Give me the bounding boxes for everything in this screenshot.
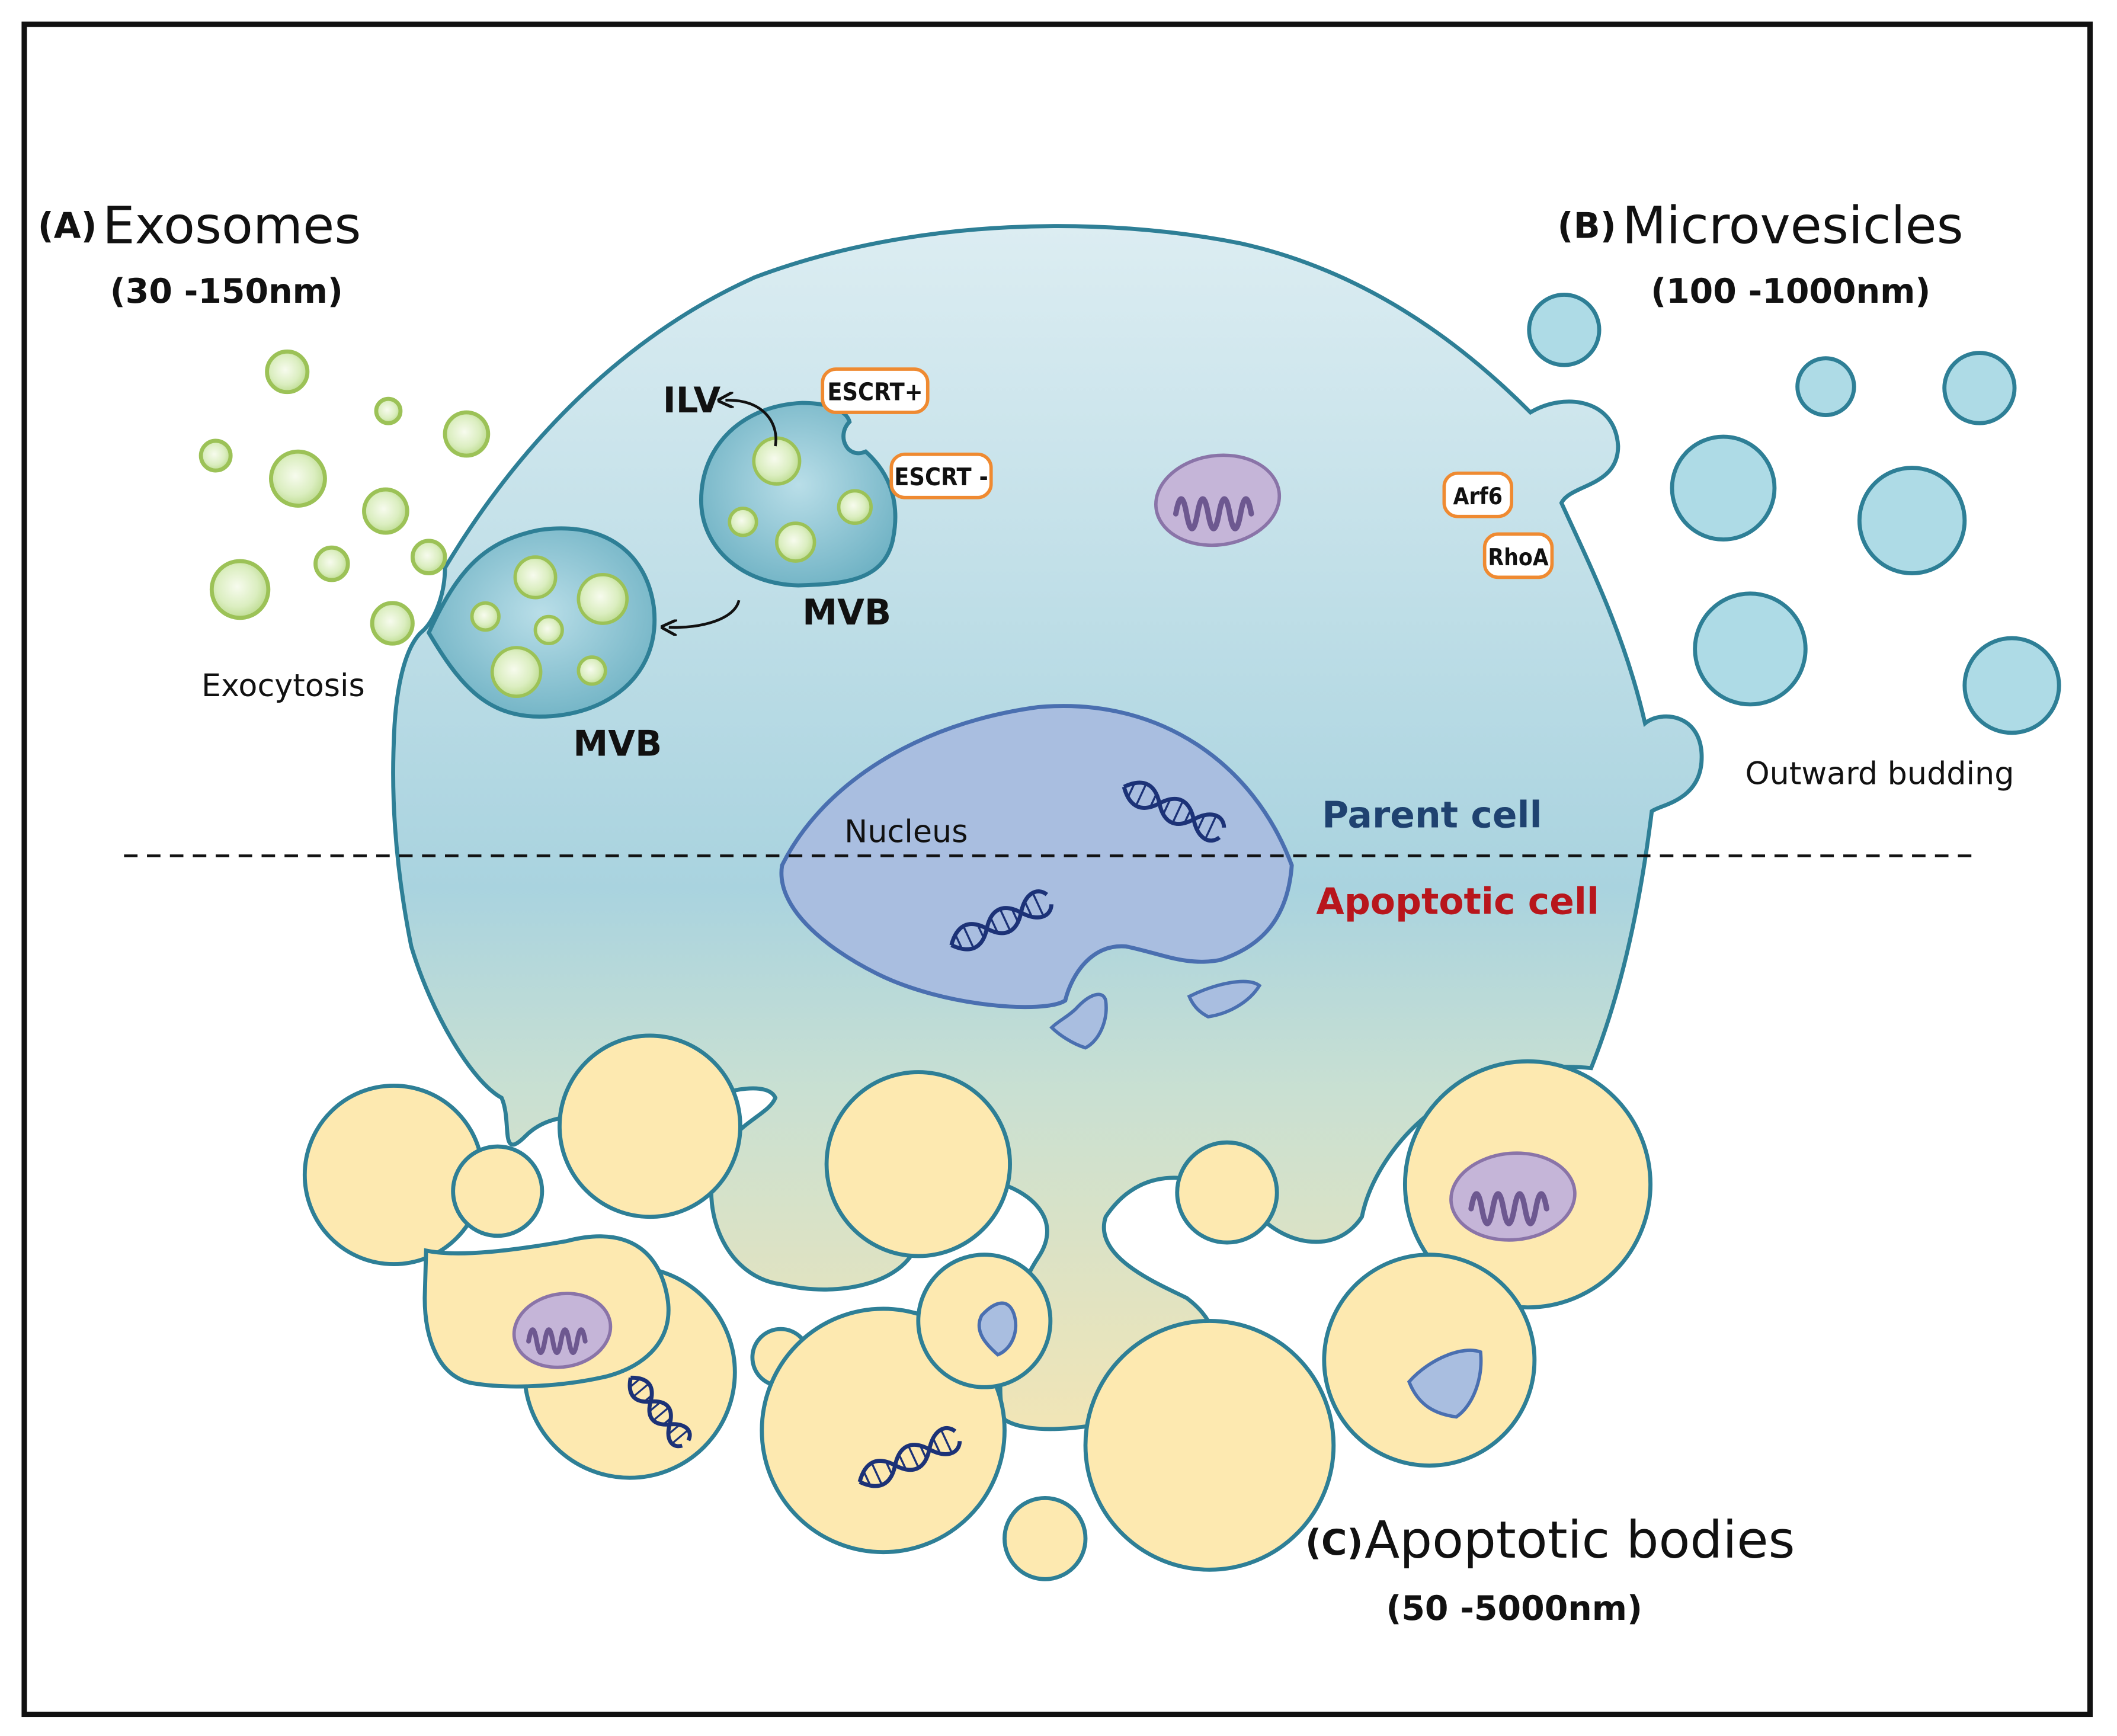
tag-rhoa: RhoA: [1482, 532, 1554, 579]
apoptotic-cell-label: Apoptotic cell: [1316, 880, 1599, 923]
panel-a-letter: (A): [38, 206, 97, 246]
ilv-label: ILV: [663, 380, 721, 421]
nucleus-fragments: [1049, 979, 1262, 1050]
mitochondrion-apoptotic-left: [512, 1292, 613, 1369]
panel-b-title: Microvesicles: [1622, 197, 1964, 256]
dna-icon: [1122, 780, 1226, 843]
microvesicles-released: [1527, 293, 2061, 735]
tag-escrt-plus: ESCRT+: [821, 367, 930, 414]
tag-rhoa-label: RhoA: [1488, 544, 1548, 571]
dna-icon: [857, 1426, 962, 1488]
mvb-inner-label: MVB: [802, 592, 891, 633]
mvb-outer-label: MVB: [573, 723, 662, 764]
mvb-inner: [699, 401, 898, 588]
parent-cell-label: Parent cell: [1322, 793, 1542, 836]
outward-budding-label: Outward budding: [1745, 755, 2014, 792]
mvb-outer-ilvs: [470, 555, 629, 699]
mitochondrion-apoptotic-right: [1449, 1151, 1577, 1242]
dna-icon: [627, 1375, 692, 1449]
tag-arf6: Arf6: [1442, 471, 1514, 518]
nucleus-label: Nucleus: [844, 814, 968, 850]
ilv-arrow: [725, 400, 777, 447]
tag-escrt-minus: ESCRT -: [889, 452, 993, 499]
dna-icon: [949, 889, 1053, 952]
panel-a-title: Exosomes: [103, 197, 361, 256]
mvb-inner-ilvs: [728, 436, 873, 563]
panel-b-letter: (B): [1558, 206, 1616, 246]
mvb-transport-arrow: [669, 600, 741, 627]
panel-c-size-range: (50 -5000nm): [1386, 1589, 1642, 1628]
panel-c-title: Apoptotic bodies: [1365, 1511, 1795, 1570]
mitochondrion-parent: [1154, 453, 1282, 547]
exocytosis-label: Exocytosis: [201, 668, 365, 704]
panel-a-size-range: (30 -150nm): [110, 272, 343, 311]
apoptotic-nucleus-fragments: [977, 1301, 1483, 1419]
nucleus: [779, 704, 1294, 1010]
tag-escrt-plus-label: ESCRT+: [827, 377, 923, 406]
panel-c-letter: (C): [1305, 1522, 1363, 1563]
tag-escrt-minus-label: ESCRT -: [894, 463, 988, 491]
tag-arf6-label: Arf6: [1453, 483, 1503, 510]
panel-b-size-range: (100 -1000nm): [1651, 272, 1930, 311]
exosomes-released: [198, 349, 491, 646]
